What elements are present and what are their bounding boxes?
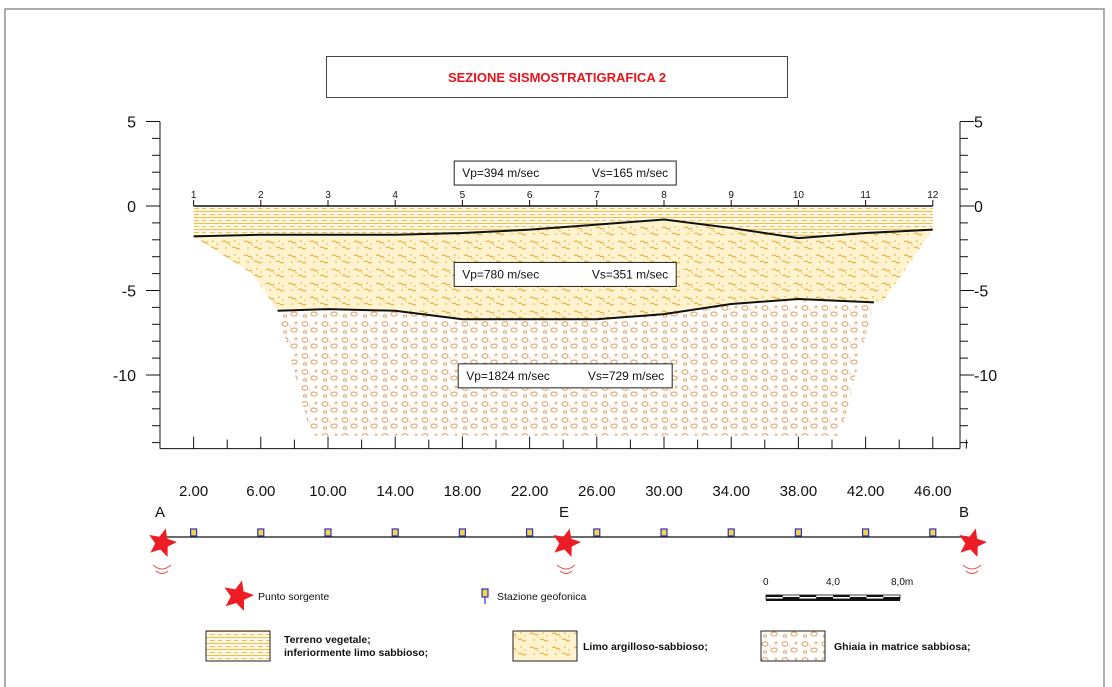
scale-bar-segment — [766, 595, 783, 597]
geophone-station-icon — [525, 528, 534, 537]
velocity-box — [453, 261, 677, 287]
geophone-number: 2 — [258, 190, 264, 201]
wave-arc-icon — [556, 564, 576, 570]
distance-label: 38.00 — [780, 483, 818, 500]
geophone-number: 3 — [325, 190, 331, 201]
left-depth-label: 0 — [127, 199, 136, 216]
distance-label: 46.00 — [914, 483, 952, 500]
vs-label: Vs=729 m/sec — [588, 369, 664, 383]
scale-label-8: 8,0m — [891, 577, 913, 588]
scale-bar-segment — [849, 597, 867, 599]
geophone-station-icon — [727, 528, 735, 537]
scale-label-4: 4,0 — [826, 577, 840, 588]
wave-arc-icon — [559, 570, 573, 574]
shot-point-star-icon — [553, 528, 581, 557]
left-depth-label: -5 — [122, 284, 136, 301]
geophone-number: 12 — [927, 190, 939, 201]
legend-station-icon — [481, 588, 489, 598]
geophone-station-icon — [458, 528, 466, 537]
vp-label: Vp=394 m/sec — [462, 166, 539, 180]
wave-arc-icon — [965, 570, 979, 574]
interface-line-2 — [277, 297, 875, 321]
legend-source-label: Punto sorgente — [258, 591, 329, 603]
scale-bar-segment — [883, 597, 900, 599]
wave-arc-icon — [155, 570, 169, 574]
distance-label: 26.00 — [578, 483, 616, 500]
legend-source-star-icon — [224, 580, 254, 611]
vs-label: Vs=351 m/sec — [592, 267, 668, 281]
legend-vegetal-swatch — [205, 630, 271, 662]
distance-label: 14.00 — [376, 483, 414, 500]
geophone-station-icon — [391, 528, 399, 537]
right-depth-label: -10 — [974, 368, 997, 385]
legend-limo-label: Limo argilloso-sabbioso; — [583, 641, 708, 653]
shot-point-label: E — [559, 504, 569, 521]
geophone-station-icon — [794, 528, 803, 537]
right-depth-label: 5 — [974, 115, 983, 132]
scale-bar-segment — [833, 595, 850, 597]
right-depth-label: -5 — [974, 284, 988, 301]
vs-label: Vs=165 m/sec — [592, 166, 668, 180]
distance-label: 42.00 — [847, 483, 885, 500]
wave-arc-icon — [152, 564, 172, 570]
geophone-station-icon — [593, 528, 601, 537]
legend-limo-swatch — [512, 630, 578, 662]
geophone-station-icon — [190, 528, 198, 537]
vp-label: Vp=1824 m/sec — [466, 369, 550, 383]
geophone-number: 7 — [594, 190, 600, 201]
geophone-number: 9 — [728, 190, 734, 201]
scale-bar-segment — [866, 595, 884, 597]
diagram-title: SEZIONE SISMOSTRATIGRAFICA 2 — [447, 69, 667, 85]
distance-label: 10.00 — [309, 483, 347, 500]
left-depth-label: 5 — [127, 115, 136, 132]
scale-bar-segment — [799, 595, 817, 597]
distance-label: 2.00 — [179, 483, 208, 500]
legend-vegetal-label-1: Terreno vegetale; — [284, 634, 371, 646]
scale-bar-segment — [782, 597, 800, 599]
geophone-station-icon — [257, 528, 265, 537]
distance-label: 6.00 — [246, 483, 275, 500]
velocity-box — [457, 363, 673, 389]
legend-ghiaia-label: Ghiaia in matrice sabbiosa; — [834, 641, 971, 653]
distance-label: 30.00 — [645, 483, 683, 500]
legend-vegetal-label-2: inferiormente limo sabbioso; — [284, 647, 428, 659]
geophone-number: 6 — [527, 190, 533, 201]
geophone-number: 8 — [661, 190, 667, 201]
title-box: SEZIONE SISMOSTRATIGRAFICA 2 — [326, 56, 788, 98]
geophone-station-icon — [929, 528, 937, 537]
geophone-station-icon — [861, 528, 870, 537]
geophone-number: 1 — [191, 190, 197, 201]
scale-bar-base — [766, 599, 900, 601]
geophone-number: 11 — [860, 190, 871, 201]
right-depth-label: 0 — [974, 199, 983, 216]
geophone-number: 10 — [793, 190, 805, 201]
legend-ghiaia-swatch — [760, 630, 826, 662]
geophone-number: 4 — [392, 190, 398, 201]
geophone-station-icon — [660, 528, 668, 537]
shot-point-label: A — [155, 504, 165, 521]
legend-station-label: Stazione geofonica — [497, 591, 586, 603]
geophone-number: 5 — [460, 190, 466, 201]
shot-point-star-icon — [959, 528, 987, 557]
distance-label: 34.00 — [712, 483, 750, 500]
sheet-frame — [4, 8, 1105, 687]
axes: 5 5 0 0 -5 -5 -10 -10 2.00 6.00 10.00 14.00 18.00 22.… — [113, 115, 997, 501]
geophone-station-icon — [324, 528, 332, 537]
left-depth-label: -10 — [113, 368, 136, 385]
wave-arc-icon — [962, 564, 982, 570]
velocity-box — [453, 160, 677, 186]
interface-line-1 — [193, 218, 933, 240]
scale-label-0: 0 — [763, 577, 769, 588]
distance-label: 22.00 — [511, 483, 549, 500]
shot-point-star-icon — [149, 528, 177, 557]
shot-point-label: B — [959, 504, 969, 521]
legend: Punto sorgente Stazione geofonica 0 4,0 8,0m… — [205, 577, 971, 662]
scale-bar-segment — [816, 597, 833, 599]
vp-label: Vp=780 m/sec — [462, 267, 539, 281]
distance-label: 18.00 — [444, 483, 482, 500]
